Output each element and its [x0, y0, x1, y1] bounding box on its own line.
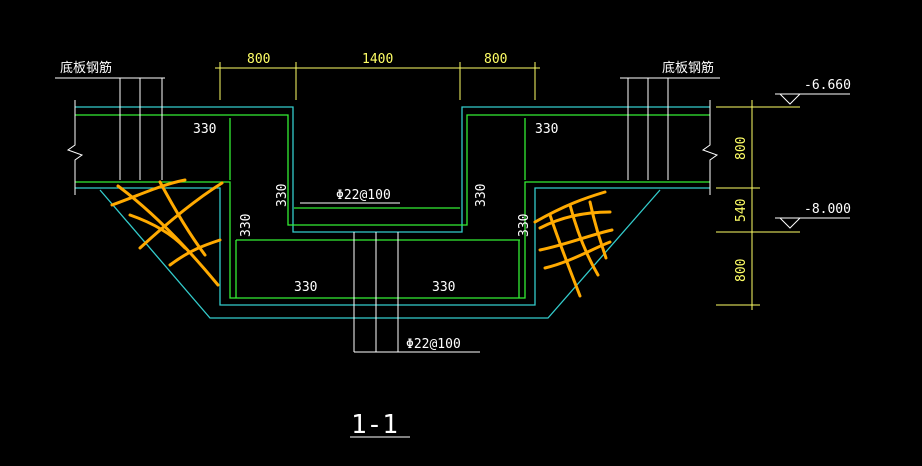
leader-lines — [55, 77, 720, 438]
dim-top-right: 800 — [484, 52, 507, 67]
dim-top-center: 1400 — [362, 52, 393, 67]
top-label-right: 底板钢筋 — [662, 60, 714, 76]
dim-top-left: 800 — [247, 52, 270, 67]
rebar-label-bottom: Φ22@100 — [406, 337, 461, 352]
elevation-lower: -8.000 — [804, 202, 851, 217]
lap-label-8: 330 — [432, 280, 455, 295]
lap-label-6: 330 — [517, 214, 532, 237]
concrete-outline — [75, 106, 710, 319]
lap-label-2: 330 — [535, 122, 558, 137]
elevation-upper: -6.660 — [804, 78, 851, 93]
lap-label-4: 330 — [474, 184, 489, 207]
lap-label-1: 330 — [193, 122, 216, 137]
top-dimension — [215, 62, 540, 100]
dim-right-upper: 800 — [734, 137, 749, 160]
dim-right-middle: 540 — [734, 199, 749, 222]
section-title: 1-1 — [351, 410, 398, 440]
soil-hatch-left — [110, 178, 224, 287]
rebar-label-middle: Φ22@100 — [336, 188, 391, 203]
rebar-lines — [75, 114, 710, 299]
dim-right-lower: 800 — [734, 259, 749, 282]
lap-label-7: 330 — [294, 280, 317, 295]
top-label-left: 底板钢筋 — [60, 60, 112, 76]
lap-label-5: 330 — [239, 214, 254, 237]
right-dimension — [716, 93, 850, 310]
soil-hatch-right — [533, 190, 614, 298]
lap-label-3: 330 — [275, 184, 290, 207]
